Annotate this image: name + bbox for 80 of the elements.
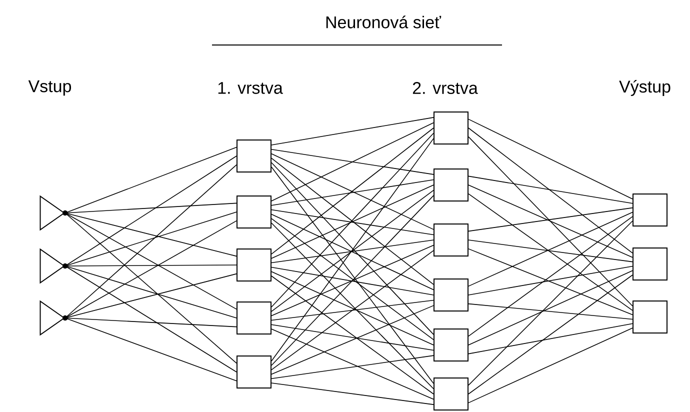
connection-line	[468, 220, 633, 386]
connection-line	[468, 270, 633, 346]
connection-line	[468, 274, 633, 394]
connection-line	[271, 240, 434, 264]
connection-line	[64, 318, 237, 328]
connection-line	[271, 382, 434, 405]
connection-line	[271, 271, 434, 346]
connection-line	[271, 149, 434, 175]
connection-line	[271, 162, 434, 335]
connection-line	[468, 212, 633, 287]
connection-line	[64, 264, 237, 266]
connection-line	[271, 166, 434, 384]
connection-line	[271, 244, 434, 316]
connection-line	[64, 212, 237, 364]
neuron-box	[632, 300, 668, 334]
connection-line	[64, 164, 237, 318]
neuron-box	[434, 112, 468, 144]
title: Neuronová sieť	[326, 16, 442, 28]
connection-line	[64, 212, 237, 266]
connection-line	[64, 212, 237, 310]
connection-line	[468, 303, 633, 320]
connection-line	[468, 323, 633, 354]
connection-line	[468, 193, 633, 311]
connection-line	[271, 250, 434, 370]
neuron-box	[236, 356, 272, 388]
connection-line	[64, 156, 237, 266]
connection-line	[271, 190, 434, 312]
connection-line	[271, 138, 434, 362]
connection-line	[271, 195, 434, 366]
connection-line	[64, 202, 237, 214]
neuron-box	[236, 196, 272, 228]
connection-line	[271, 276, 434, 394]
connection-line	[64, 318, 237, 382]
connection-line	[271, 305, 434, 375]
connection-line	[271, 266, 434, 296]
connection-line	[271, 122, 434, 202]
connection-line	[64, 266, 237, 372]
connection-line	[468, 207, 633, 232]
neuron-box	[434, 378, 468, 410]
connection-line	[271, 132, 434, 308]
column-heading: 1. vrstva	[218, 82, 283, 94]
connection-line	[271, 355, 434, 379]
connection-line	[271, 117, 434, 146]
connection-line	[271, 214, 434, 290]
connection-line	[468, 128, 633, 254]
connection-line	[468, 240, 633, 262]
neuron-box	[632, 194, 668, 226]
connection-line	[468, 136, 633, 306]
connection-line	[64, 220, 237, 318]
neuron-box	[236, 140, 272, 172]
connection-line	[271, 300, 434, 321]
connection-line	[468, 266, 633, 296]
connection-line	[468, 176, 633, 204]
neuron-box	[632, 248, 668, 280]
neuron-box	[434, 278, 468, 312]
connection-line	[271, 218, 434, 340]
connection-line	[64, 212, 237, 257]
connection-line	[468, 118, 633, 200]
connection-line	[271, 209, 434, 236]
column-heading: Výstup	[619, 80, 670, 96]
neuron-box	[434, 224, 468, 256]
column-heading: 2. vrstva	[412, 82, 478, 94]
connection-line	[468, 184, 633, 258]
column-heading: Vstup	[28, 80, 72, 96]
connection-line	[271, 222, 434, 390]
neuron-box	[236, 248, 272, 282]
connection-line	[468, 328, 633, 404]
connection-line	[271, 328, 434, 400]
connection-line	[271, 184, 434, 259]
neuron-box	[434, 328, 468, 362]
connection-line	[468, 216, 633, 337]
connection-line	[271, 324, 434, 351]
connection-line	[64, 146, 237, 214]
connection-line	[271, 158, 434, 285]
connection-line	[271, 128, 434, 254]
neuron-box	[434, 168, 468, 202]
connection-line	[271, 179, 434, 206]
connection-line	[271, 153, 434, 230]
neuron-box	[236, 302, 272, 334]
connection-line	[468, 248, 633, 316]
